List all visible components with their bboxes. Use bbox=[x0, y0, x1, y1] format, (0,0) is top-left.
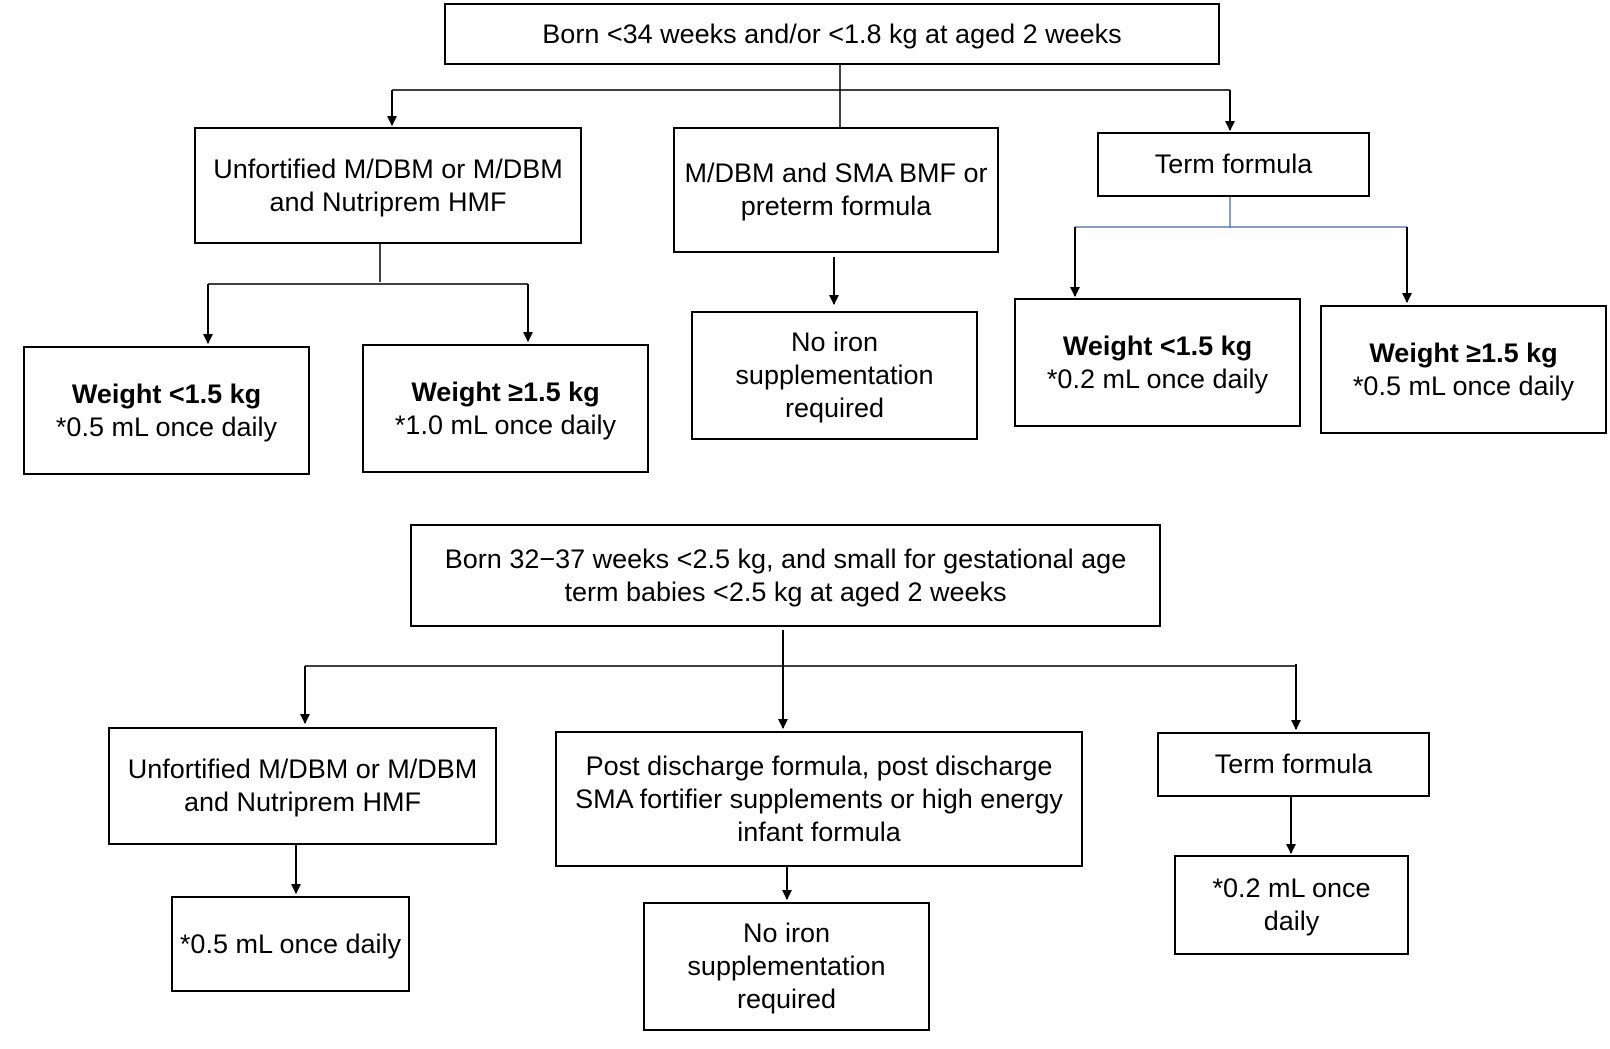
bottom-c-dose-box: *0.2 mL once daily bbox=[1174, 855, 1409, 955]
top-a-low-dose: *0.5 mL once daily bbox=[55, 411, 278, 442]
top-branch-a-box: Unfortified M/DBM or M/DBM and Nutriprem… bbox=[194, 127, 582, 244]
top-b-result-text: No iron supplementation required bbox=[735, 327, 934, 423]
top-a-high-box: Weight ≥1.5 kg *1.0 mL once daily bbox=[362, 344, 649, 473]
bottom-a-dose-box: *0.5 mL once daily bbox=[171, 896, 410, 992]
bottom-branch-c-box: Term formula bbox=[1157, 732, 1430, 797]
bottom-b-result-text: No iron supplementation required bbox=[687, 918, 886, 1014]
bottom-branch-a-box: Unfortified M/DBM or M/DBM and Nutriprem… bbox=[108, 727, 497, 845]
bottom-root-box: Born 32−37 weeks <2.5 kg, and small for … bbox=[410, 524, 1161, 627]
bottom-branch-c-text: Term formula bbox=[1214, 749, 1373, 779]
top-c-low-dose: *0.2 mL once daily bbox=[1046, 363, 1269, 394]
top-a-low-box: Weight <1.5 kg *0.5 mL once daily bbox=[23, 346, 310, 475]
top-b-result-box: No iron supplementation required bbox=[691, 311, 978, 440]
bottom-branch-a-text: Unfortified M/DBM or M/DBM and Nutriprem… bbox=[127, 754, 478, 817]
bottom-root-text: Born 32−37 weeks <2.5 kg, and small for … bbox=[444, 543, 1127, 607]
bottom-branch-b-text: Post discharge formula, post discharge S… bbox=[575, 750, 1063, 847]
top-branch-c-box: Term formula bbox=[1097, 132, 1370, 197]
bottom-a-dose-text: *0.5 mL once daily bbox=[179, 928, 402, 959]
top-branch-c-text: Term formula bbox=[1154, 149, 1313, 179]
top-branch-a-text: Unfortified M/DBM or M/DBM and Nutriprem… bbox=[213, 153, 563, 217]
top-a-high-dose: *1.0 mL once daily bbox=[394, 409, 617, 440]
top-c-high-dose: *0.5 mL once daily bbox=[1352, 370, 1575, 401]
top-c-high-box: Weight ≥1.5 kg *0.5 mL once daily bbox=[1320, 305, 1607, 434]
top-branch-b-box: M/DBM and SMA BMF or preterm formula bbox=[673, 127, 999, 253]
top-root-text: Born <34 weeks and/or <1.8 kg at aged 2 … bbox=[542, 18, 1122, 49]
top-c-high-title: Weight ≥1.5 kg bbox=[1369, 337, 1558, 368]
top-a-high-title: Weight ≥1.5 kg bbox=[411, 376, 600, 407]
top-c-low-title: Weight <1.5 kg bbox=[1062, 330, 1253, 361]
bottom-b-result-box: No iron supplementation required bbox=[643, 902, 930, 1031]
top-c-low-box: Weight <1.5 kg *0.2 mL once daily bbox=[1014, 298, 1301, 427]
top-root-box: Born <34 weeks and/or <1.8 kg at aged 2 … bbox=[444, 3, 1220, 65]
top-branch-b-text: M/DBM and SMA BMF or preterm formula bbox=[684, 158, 988, 221]
bottom-c-dose-text: *0.2 mL once daily bbox=[1212, 873, 1371, 936]
top-a-low-title: Weight <1.5 kg bbox=[71, 378, 262, 409]
bottom-branch-b-box: Post discharge formula, post discharge S… bbox=[555, 731, 1083, 867]
